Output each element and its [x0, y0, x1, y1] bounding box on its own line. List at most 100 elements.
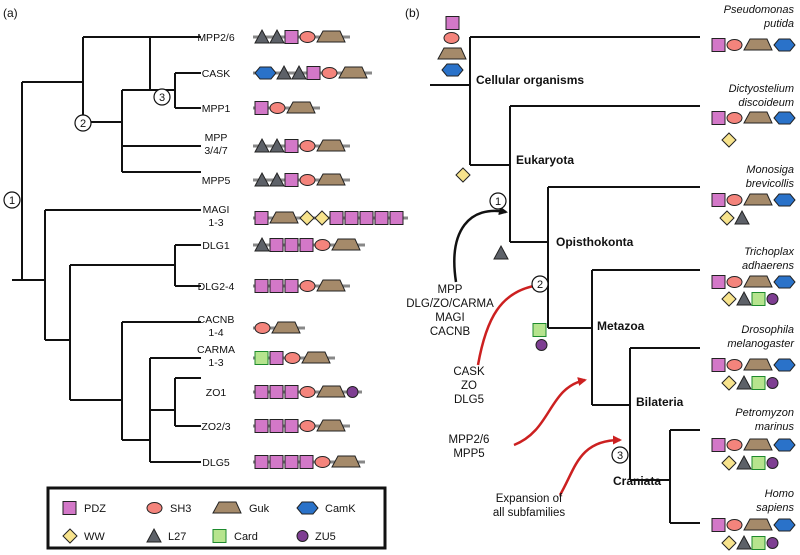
- leaf-dlg5-domain-guk-5: [331, 455, 361, 468]
- species-monosiga-brevicollis-row1-domain-l27-1: [734, 209, 750, 225]
- species-dictyostelium-discoideum-row0-domain-sh3-1: [726, 112, 743, 124]
- leaf-mpp5-domain-pdz-2: [284, 173, 299, 187]
- gain-root-guk: [437, 47, 467, 60]
- leaf-dlg5-label: DLG5: [202, 457, 230, 469]
- annotation-1-line-0: CASK: [453, 366, 485, 378]
- species-drosophila-melanogaster-row1-domain-card-2: [751, 376, 766, 390]
- legend-label-pdz: PDZ: [84, 503, 106, 515]
- species-petromyzon-marinus-row0-domain-guk-2: [743, 438, 773, 451]
- clade-eukaryota: Eukaryota: [516, 153, 574, 167]
- leaf-zo2-3-domain-pdz-1: [269, 419, 284, 433]
- panel-b-arrows: [453, 206, 622, 496]
- leaf-dlg5-domain-pdz-2: [284, 455, 299, 469]
- legend-swatch-camk: [296, 501, 319, 515]
- leaf-cacnb-1-4-label: CACNB: [198, 314, 235, 326]
- leaf-dlg1-domain-pdz-1: [269, 238, 284, 252]
- species-drosophila-melanogaster-row0-domain-camk-3: [773, 358, 796, 372]
- gain-opisthokonta-l27: [493, 244, 509, 260]
- species-trichoplax-adhaerens-row1-domain-card-2: [751, 292, 766, 306]
- species-petromyzon-marinus-row0-domain-pdz-0: [711, 438, 726, 452]
- leaf-mpp2-6-label: MPP2/6: [197, 32, 235, 44]
- species-pseudomonas-putida-row0-domain-sh3-1: [726, 39, 743, 51]
- leaf-mpp-3-4-7-domain-l27-0: [254, 137, 270, 153]
- panel-b-nodes: 123: [489, 192, 629, 464]
- species-homo-sapiens-row0-domain-sh3-1: [726, 519, 743, 531]
- leaf-dlg2-4-domain-sh3-3: [299, 280, 316, 292]
- leaf-magi-1-3-domain-ww-2: [299, 210, 315, 226]
- leaf-magi-1-3-domain-pdz-8: [389, 211, 404, 225]
- panel-a-node-3-circle: [153, 88, 171, 106]
- annotation-1-line-2: DLG5: [454, 394, 484, 406]
- leaf-cask-domain-pdz-3: [306, 66, 321, 80]
- species-trichoplax-adhaerens-row1-domain-ww-0: [721, 291, 737, 307]
- species-pseudomonas-putida-row0-domain-pdz-0: [711, 38, 726, 52]
- species-drosophila-melanogaster-name: Drosophila: [741, 324, 794, 336]
- leaf-cacnb-1-4-label: 1-4: [208, 327, 223, 339]
- species-drosophila-melanogaster-row1-domain-ww-0: [721, 375, 737, 391]
- leaf-mpp1-domain-pdz-0: [254, 101, 269, 115]
- legend-label-l27: L27: [168, 531, 186, 543]
- species-drosophila-melanogaster-row0-domain-pdz-0: [711, 358, 726, 372]
- species-homo-sapiens-row1-domain-card-2: [751, 536, 766, 550]
- leaf-dlg1-domain-pdz-2: [284, 238, 299, 252]
- leaf-cask-domain-camk-0: [254, 66, 277, 80]
- leaf-zo1-domain-pdz-0: [254, 385, 269, 399]
- species-dictyostelium-discoideum-row1-domain-ww-0: [721, 132, 737, 148]
- panel-b-annotations: MPPDLG/ZO/CARMAMAGICACNBCASKZODLG5MPP2/6…: [406, 284, 565, 519]
- panel-a-node-1-circle: [3, 191, 21, 209]
- species-monosiga-brevicollis-row0-domain-pdz-0: [711, 193, 726, 207]
- species-trichoplax-adhaerens-row0-domain-camk-3: [773, 275, 796, 289]
- leaf-dlg2-4-domain-guk-4: [316, 279, 346, 292]
- leaf-magi-1-3-domain-pdz-7: [374, 211, 389, 225]
- leaf-zo1-domain-sh3-3: [299, 386, 316, 398]
- leaf-carma-1-3-domain-pdz-1: [269, 351, 284, 365]
- gain-metazoa-zu5: [535, 339, 548, 351]
- clade-opisthokonta: Opisthokonta: [556, 235, 634, 249]
- leaf-mpp2-6-domain-l27-0: [254, 28, 270, 44]
- leaf-magi-1-3-domain-ww-3: [314, 210, 330, 226]
- leaf-cacnb-1-4-domain-guk-1: [271, 321, 301, 334]
- leaf-dlg1-domain-sh3-4: [314, 239, 331, 251]
- species-petromyzon-marinus-row1-domain-l27-1: [736, 454, 752, 470]
- annotation-0-line-2: MAGI: [435, 312, 464, 324]
- leaf-dlg2-4-domain-pdz-2: [284, 279, 299, 293]
- leaf-dlg5-domain-sh3-4: [314, 456, 331, 468]
- species-homo-sapiens-row0-domain-guk-2: [743, 518, 773, 531]
- leaf-cask-label: CASK: [202, 68, 231, 80]
- arrow-node1: [453, 206, 508, 283]
- leaf-dlg5-domain-pdz-1: [269, 455, 284, 469]
- species-petromyzon-marinus-name: Petromyzon: [735, 407, 794, 419]
- species-pseudomonas-putida-name: Pseudomonas: [724, 4, 795, 16]
- leaf-zo2-3-domain-sh3-3: [299, 420, 316, 432]
- leaf-dlg5-domain-pdz-3: [299, 455, 314, 469]
- leaf-mpp1-label: MPP1: [202, 103, 231, 115]
- gain-root-camk: [441, 63, 464, 77]
- species-homo-sapiens-row1-domain-l27-1: [736, 534, 752, 550]
- leaf-mpp5-domain-guk-4: [316, 173, 346, 186]
- species-monosiga-brevicollis-row0-domain-sh3-1: [726, 194, 743, 206]
- leaf-magi-1-3-domain-pdz-0: [254, 211, 269, 225]
- leaf-mpp5-domain-sh3-3: [299, 174, 316, 186]
- leaf-mpp2-6-domain-l27-1: [269, 28, 285, 44]
- species-drosophila-melanogaster-row1-domain-zu5-3: [766, 377, 779, 389]
- legend-label-ww: WW: [84, 531, 105, 543]
- panel-a-node-2-circle: [74, 114, 92, 132]
- species-dictyostelium-discoideum-row0-domain-camk-3: [773, 111, 796, 125]
- species-homo-sapiens-row1-domain-ww-0: [721, 535, 737, 551]
- leaf-carma-1-3-domain-guk-3: [301, 351, 331, 364]
- legend-label-card: Card: [234, 531, 258, 543]
- annotation-0-line-1: DLG/ZO/CARMA: [406, 298, 494, 310]
- leaf-zo1-domain-guk-4: [316, 385, 346, 398]
- species-pseudomonas-putida-row0-domain-camk-3: [773, 38, 796, 52]
- leaf-mpp-3-4-7-domain-pdz-2: [284, 139, 299, 153]
- leaf-dlg1-domain-guk-5: [331, 238, 361, 251]
- leaf-dlg2-4-label: DLG2-4: [198, 281, 235, 293]
- panel-b-node-2-circle: [531, 275, 549, 293]
- legend-label-sh3: SH3: [170, 503, 191, 515]
- leaf-mpp5-domain-l27-0: [254, 171, 270, 187]
- species-homo-sapiens-name: Homo: [765, 488, 794, 500]
- leaf-zo2-3-domain-pdz-0: [254, 419, 269, 433]
- leaf-zo1-domain-pdz-2: [284, 385, 299, 399]
- leaf-zo2-3-domain-pdz-2: [284, 419, 299, 433]
